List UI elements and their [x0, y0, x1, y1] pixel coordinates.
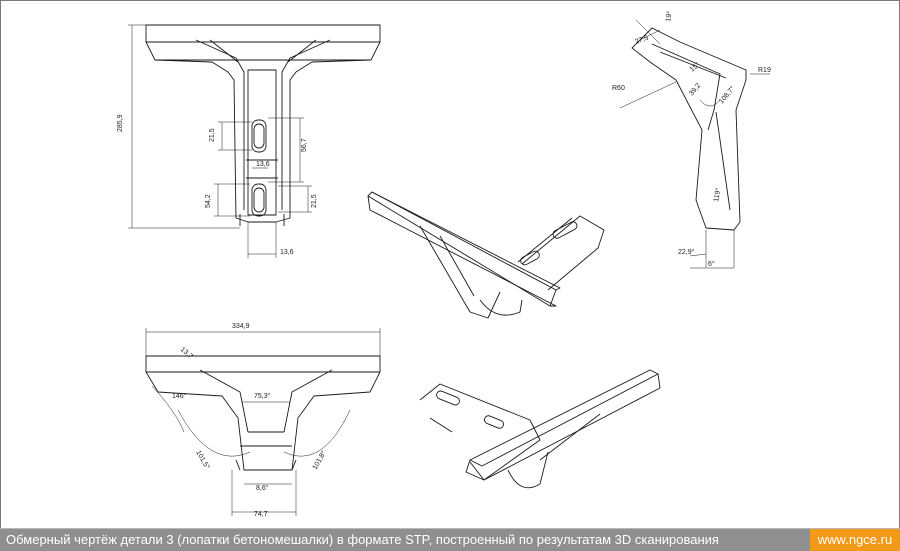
dim-top-width: 334,9 — [232, 323, 250, 330]
dim-front-slot-spacing: 56,7 — [301, 138, 308, 152]
dim-top-arc-right: 101,8° — [311, 449, 328, 471]
dim-side-bend-angle: 108,7° — [717, 84, 736, 105]
top-dims — [145, 328, 381, 516]
top-view — [145, 355, 381, 471]
site-link[interactable]: www.ngce.ru — [810, 529, 900, 551]
dim-front-slot-width: 13,6 — [256, 161, 270, 168]
dim-side-foot-angle: 6° — [708, 260, 715, 268]
dim-front-lower-slot: 21,5 — [311, 194, 318, 208]
dim-side-mid-a: 15° — [688, 60, 701, 73]
dim-front-slot-height: 21,5 — [209, 128, 216, 142]
dim-side-foot: 22,9° — [678, 248, 695, 256]
caption-text: Обмерный чертёж детали 3 (лопатки бетоно… — [0, 529, 810, 551]
iso-view-upper — [367, 191, 605, 319]
dim-top-angle-left: 146° — [172, 392, 187, 400]
dim-side-tip-angle: 19° — [664, 10, 674, 22]
dim-side-radius-large: R60 — [612, 85, 625, 92]
iso-view-lower — [419, 369, 661, 489]
dim-front-base-width: 13,6 — [280, 249, 294, 256]
side-view — [631, 27, 747, 231]
dim-side-mid-b: 39,2 — [688, 82, 702, 97]
dim-front-lower-height: 54,2 — [205, 194, 212, 208]
front-view — [145, 24, 381, 226]
dim-top-arc-left: 101,5° — [194, 449, 211, 471]
front-dims — [128, 24, 312, 258]
dim-top-edge: 13,7 — [179, 346, 194, 360]
caption-bar: Обмерный чертёж детали 3 (лопатки бетоно… — [0, 528, 900, 551]
dim-top-base-width: 74,7 — [254, 511, 268, 518]
dim-front-height: 285,9 — [117, 114, 124, 132]
side-dims — [619, 19, 770, 269]
dim-side-radius-small: R19 — [758, 67, 771, 74]
dim-side-lower-angle: 119° — [712, 187, 722, 202]
dim-side-tip-width: 27,5 — [634, 35, 649, 46]
dim-top-inner: 8,6° — [256, 484, 269, 492]
dim-top-angle-center: 75,3° — [254, 392, 271, 400]
